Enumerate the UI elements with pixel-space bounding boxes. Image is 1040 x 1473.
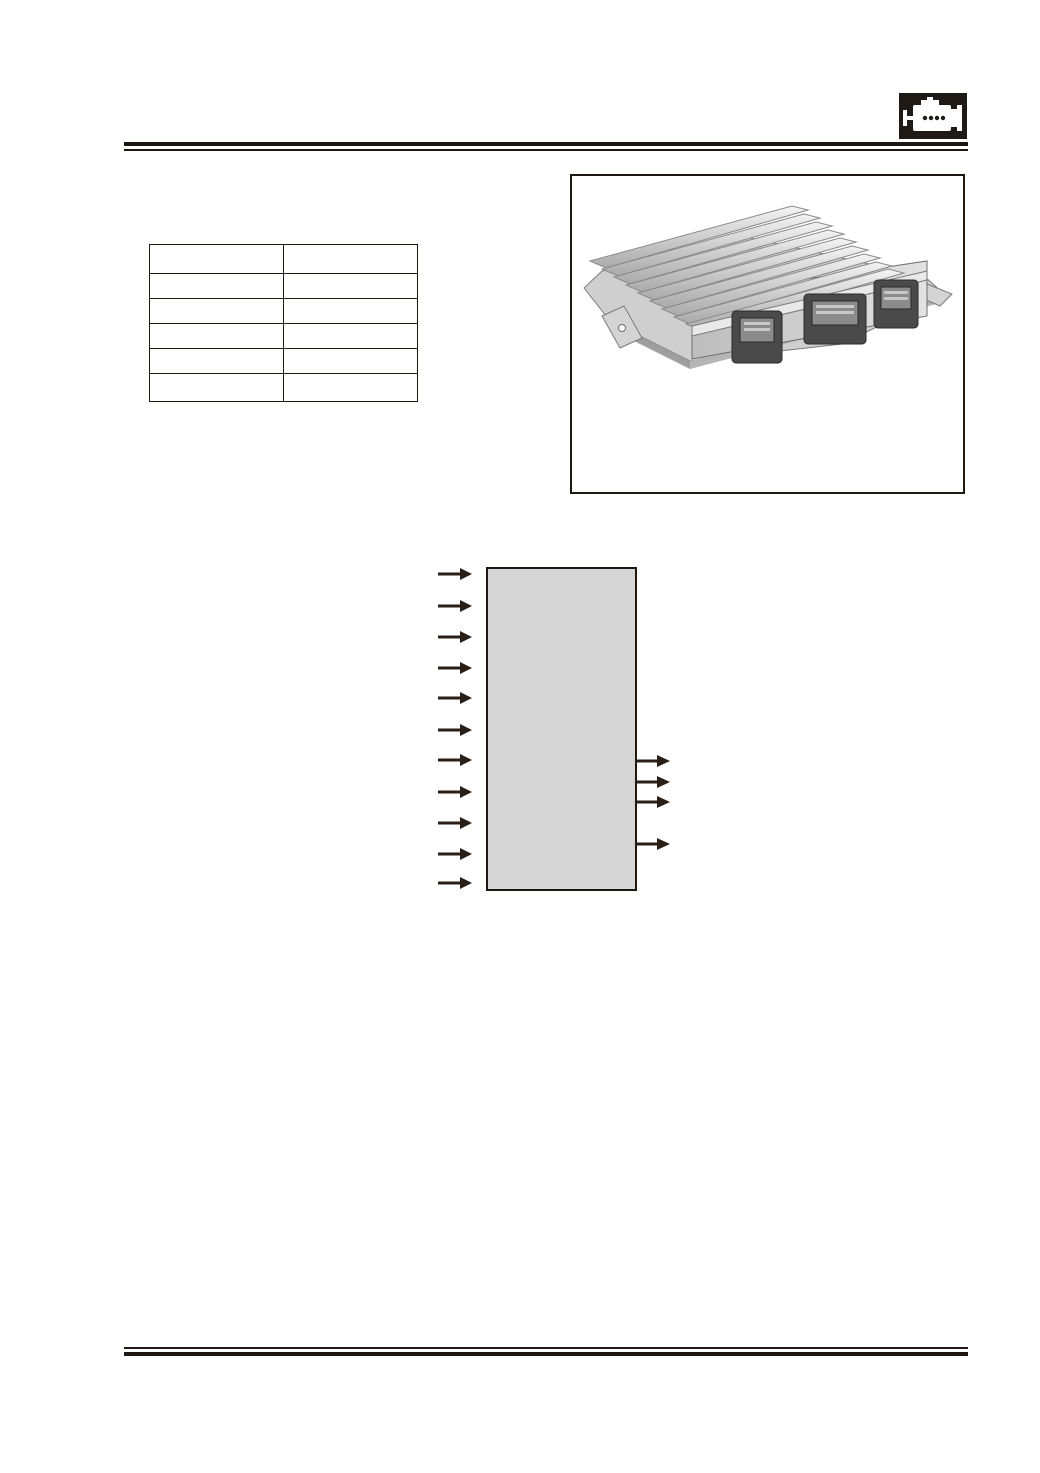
input-arrow-icon — [438, 600, 472, 612]
input-arrow-icon — [438, 786, 472, 798]
ecu-block — [486, 567, 637, 891]
ecu-figure — [570, 174, 965, 494]
table-row — [149, 323, 418, 349]
input-arrows — [438, 568, 472, 889]
table-cell — [149, 273, 284, 299]
input-arrow-icon — [438, 692, 472, 704]
table-cell — [283, 323, 418, 349]
ecu-module-illustration — [583, 205, 953, 369]
output-arrow-icon — [636, 776, 670, 788]
input-arrow-icon — [438, 754, 472, 766]
table-cell — [283, 298, 418, 324]
input-arrow-icon — [438, 662, 472, 674]
footer-rule-thick — [124, 1352, 968, 1356]
input-arrow-icon — [438, 631, 472, 643]
table-cell — [283, 373, 418, 402]
table-cell — [149, 373, 284, 402]
input-arrow-icon — [438, 848, 472, 860]
table-row — [149, 244, 418, 274]
input-arrow-icon — [438, 568, 472, 580]
table-row — [149, 373, 418, 402]
table-row — [149, 298, 418, 324]
table-cell — [149, 323, 284, 349]
output-arrow-icon — [636, 796, 670, 808]
output-arrows — [636, 755, 670, 850]
table-cell — [149, 298, 284, 324]
input-arrow-icon — [438, 877, 472, 889]
table-row — [149, 273, 418, 299]
table-row — [149, 348, 418, 374]
spec-table — [149, 244, 418, 402]
output-arrow-icon — [636, 755, 670, 767]
output-arrow-icon — [636, 838, 670, 850]
table-cell — [149, 244, 284, 274]
table-cell — [283, 273, 418, 299]
table-cell — [283, 244, 418, 274]
input-arrow-icon — [438, 724, 472, 736]
header-rule-thick — [124, 142, 968, 146]
footer-rule-thin — [124, 1347, 968, 1349]
table-cell — [283, 348, 418, 374]
input-arrow-icon — [438, 817, 472, 829]
header-rule-thin — [124, 149, 968, 151]
engine-icon — [899, 93, 967, 139]
table-cell — [149, 348, 284, 374]
